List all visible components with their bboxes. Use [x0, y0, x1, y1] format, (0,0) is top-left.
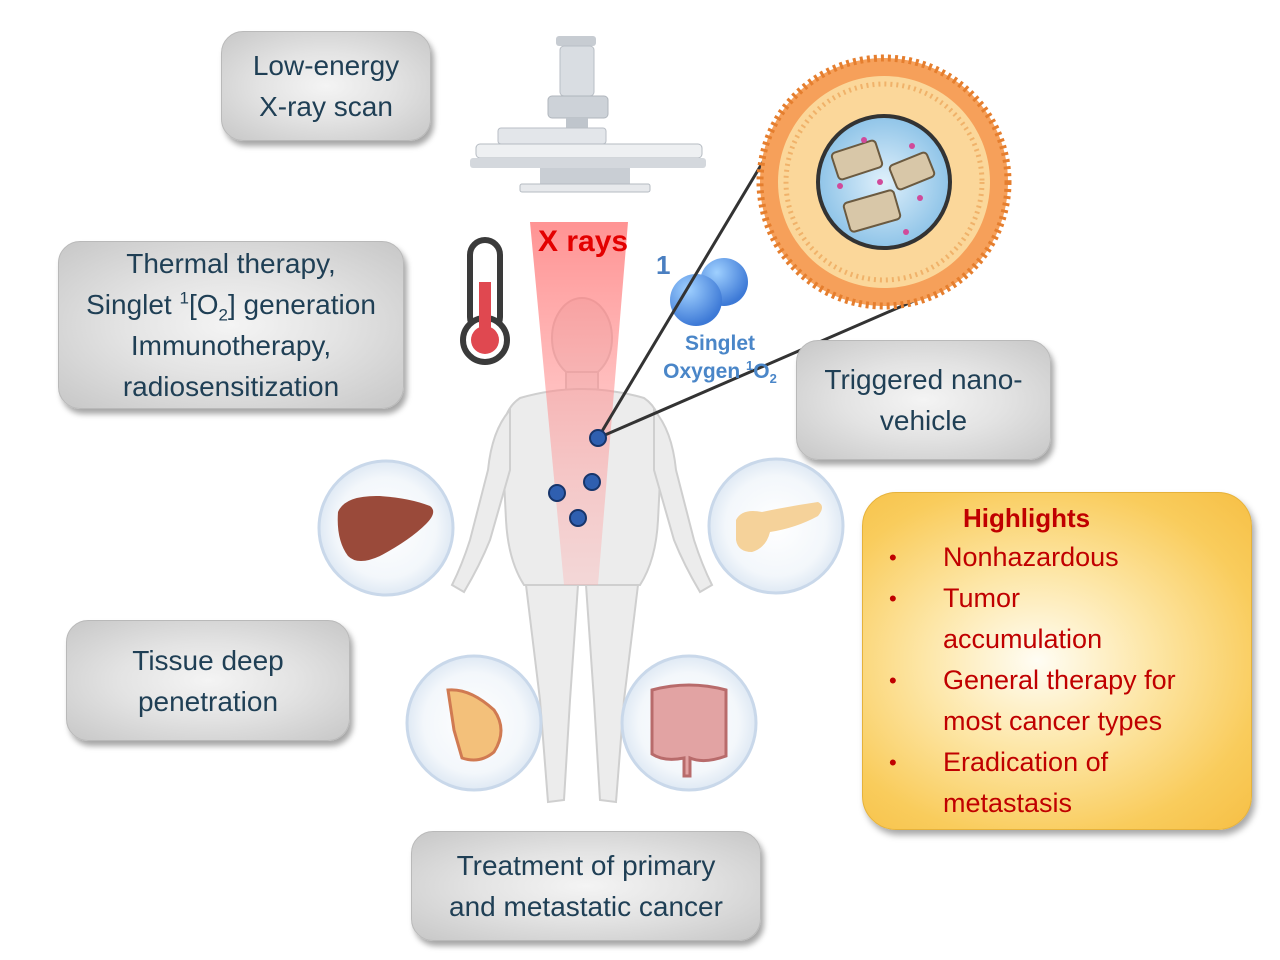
singlet-oxygen-icon	[670, 258, 748, 326]
xray-beam	[530, 222, 628, 585]
bullet-icon: •	[889, 586, 897, 611]
thermal-line-3: Immunotherapy,	[130, 330, 332, 361]
thermometer-icon	[460, 237, 510, 365]
singlet-line-2: Oxygen 1O2	[663, 358, 777, 387]
xray-machine-icon	[470, 36, 706, 193]
tissue-line-2: penetration	[137, 685, 279, 717]
xray-beam-label: X rays	[538, 225, 629, 258]
treatment-line-2: and metastatic cancer	[449, 891, 723, 922]
bullet-icon: •	[889, 750, 897, 775]
thermal-line-2: Singlet 1[O2] generation	[86, 288, 376, 325]
pancreas-icon	[707, 457, 845, 595]
bullet-icon: •	[889, 668, 897, 693]
liver-icon	[317, 459, 455, 597]
xray-scan-box: Low-energy X-ray scan	[221, 31, 431, 141]
singlet-number-label: 1	[656, 250, 671, 280]
treatment-box: Treatment of primary and metastatic canc…	[411, 831, 761, 941]
thermal-line-4: radiosensitization	[122, 371, 340, 402]
thermal-therapy-box: Thermal therapy, Singlet 1[O2] generatio…	[58, 241, 404, 409]
treatment-line-1: Treatment of primary	[456, 850, 716, 881]
tissue-line-1: Tissue deep	[132, 644, 284, 676]
thermal-line-1: Thermal therapy,	[126, 248, 336, 279]
nanovehicle-line-2: vehicle	[879, 405, 968, 436]
highlight-item: •Nonhazardous	[863, 537, 1233, 578]
nanovehicle-box: Triggered nano- vehicle	[796, 340, 1051, 460]
xray-scan-line-1: Low-energy	[252, 50, 400, 81]
xray-scan-line-2: X-ray scan	[259, 91, 393, 122]
breast-icon	[405, 654, 543, 792]
intestine-icon	[620, 654, 758, 792]
connector-line	[597, 298, 917, 440]
tissue-penetration-box: Tissue deep penetration	[66, 620, 350, 741]
tumor-sites	[548, 429, 607, 527]
singlet-line-1: Singlet	[684, 332, 755, 355]
nanovehicle-liposome-icon	[756, 54, 1012, 310]
bullet-icon: •	[889, 545, 897, 570]
singlet-oxygen-label: Singlet Oxygen 1O2	[646, 330, 794, 386]
connector-line	[596, 139, 778, 439]
nanovehicle-line-1: Triggered nano-	[824, 364, 1023, 395]
highlights-title: Highlights	[963, 503, 1091, 533]
